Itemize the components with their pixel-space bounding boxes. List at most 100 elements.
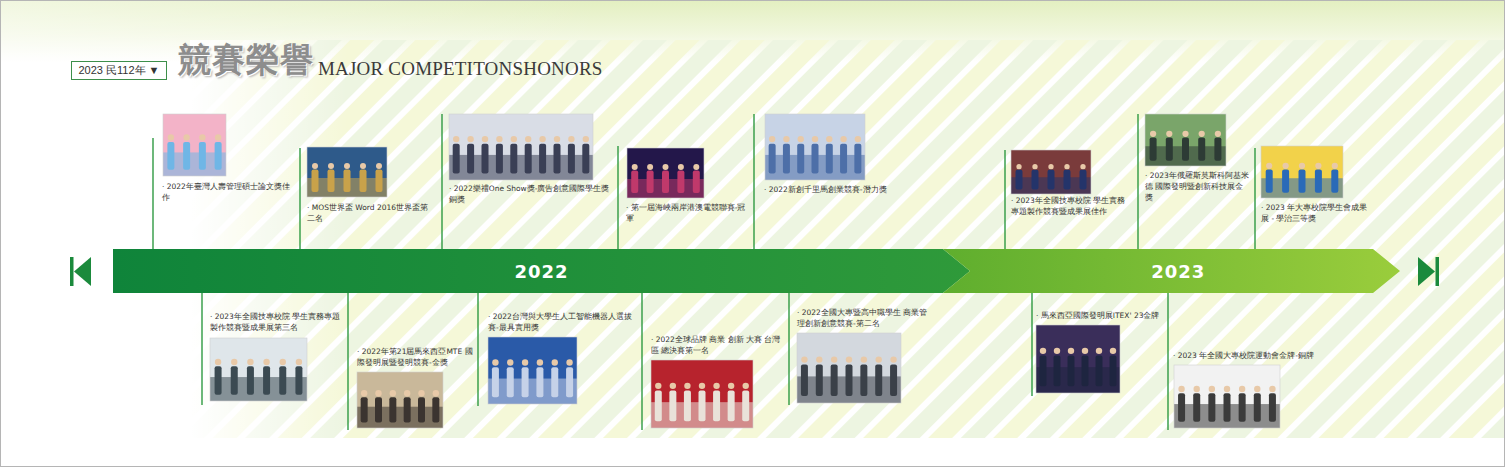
person-body (631, 171, 638, 194)
person-head (1224, 386, 1230, 392)
person-body (389, 397, 396, 422)
person-head (511, 136, 517, 142)
photo (1145, 114, 1226, 166)
photo-ground (1261, 146, 1343, 198)
person-body (860, 365, 867, 397)
photo-frame (307, 147, 387, 197)
person-head (183, 134, 189, 140)
person-body (566, 367, 573, 397)
person-body (496, 144, 503, 174)
person-head (1032, 164, 1037, 169)
person-body (467, 144, 474, 174)
person-head (840, 136, 846, 142)
person-head (360, 163, 366, 169)
person-head (537, 359, 543, 365)
person-body (1150, 137, 1157, 160)
person-body (1282, 169, 1289, 192)
leader-line (1254, 148, 1255, 249)
subtitle: MAJOR COMPETITONSHONORS (318, 58, 603, 80)
person-head (1266, 163, 1272, 169)
person-head (713, 383, 719, 389)
photo-frame (357, 372, 443, 428)
photo-ground (1145, 114, 1226, 166)
person-body (684, 391, 691, 422)
person-head (453, 136, 459, 142)
person-body (167, 142, 174, 170)
person-body (662, 171, 669, 194)
photo-ground (449, 114, 593, 180)
photo (1036, 325, 1120, 393)
leader-line (1167, 293, 1168, 430)
person-head (1064, 164, 1069, 169)
person-head (361, 390, 367, 396)
photo-ground (651, 360, 753, 428)
person-body (1040, 356, 1047, 387)
person-head (296, 359, 302, 365)
photo (627, 148, 704, 198)
person-body (831, 365, 838, 397)
year-label: 2022 (514, 261, 568, 282)
dropdown-label: 2023 民112年 ▼ (78, 63, 159, 78)
person-head (647, 164, 653, 170)
person-body (1224, 393, 1231, 421)
person-body (854, 144, 861, 174)
photo-ground (307, 147, 387, 197)
leader-line (347, 293, 348, 430)
leader-line (788, 293, 789, 405)
person-head (1194, 386, 1200, 392)
person-body (783, 144, 790, 174)
person-head (663, 164, 669, 170)
photo-frame (1145, 114, 1226, 166)
person-body (376, 170, 383, 193)
person-body (812, 144, 819, 174)
person-head (247, 359, 253, 365)
photo (1261, 146, 1343, 198)
leader-line (1031, 293, 1032, 396)
person-body (247, 366, 254, 394)
person-body (875, 365, 882, 397)
person-head (678, 164, 684, 170)
photo-frame (1011, 150, 1091, 194)
person-head (539, 136, 545, 142)
person-body (199, 142, 206, 170)
person-body (361, 397, 368, 422)
person-head (168, 134, 174, 140)
person-head (433, 390, 439, 396)
person-head (876, 356, 882, 362)
photo-ground (1174, 365, 1280, 428)
photo-floor (1036, 367, 1120, 393)
person-body (279, 366, 286, 394)
person-head (1282, 163, 1288, 169)
leader-line (1137, 114, 1138, 249)
photo-ground (627, 148, 704, 198)
person-body (1110, 356, 1117, 387)
person-body (728, 391, 735, 422)
person-body (669, 391, 676, 422)
person-body (801, 365, 808, 397)
leader-line (617, 146, 618, 249)
person-head (831, 356, 837, 362)
person-head (1199, 131, 1205, 137)
person-head (496, 136, 502, 142)
person-head (344, 163, 350, 169)
person-head (312, 163, 318, 169)
stripe-pattern (190, 40, 1505, 438)
award-caption: · 2022全國大專暨高中職學生 商業管理創新創意競賽-第二名 (797, 308, 929, 330)
person-head (566, 359, 572, 365)
leader-line (152, 138, 153, 249)
person-body (551, 367, 558, 397)
person-head (1166, 131, 1172, 137)
person-body (677, 171, 684, 194)
person-body (1315, 169, 1322, 192)
person-body (840, 144, 847, 174)
person-head (1299, 163, 1305, 169)
person-head (525, 136, 531, 142)
title: 競賽榮譽 (178, 38, 314, 83)
person-body (568, 144, 575, 174)
person-head (846, 356, 852, 362)
person-head (1040, 348, 1046, 354)
photo (307, 147, 387, 197)
photo (1011, 150, 1091, 194)
